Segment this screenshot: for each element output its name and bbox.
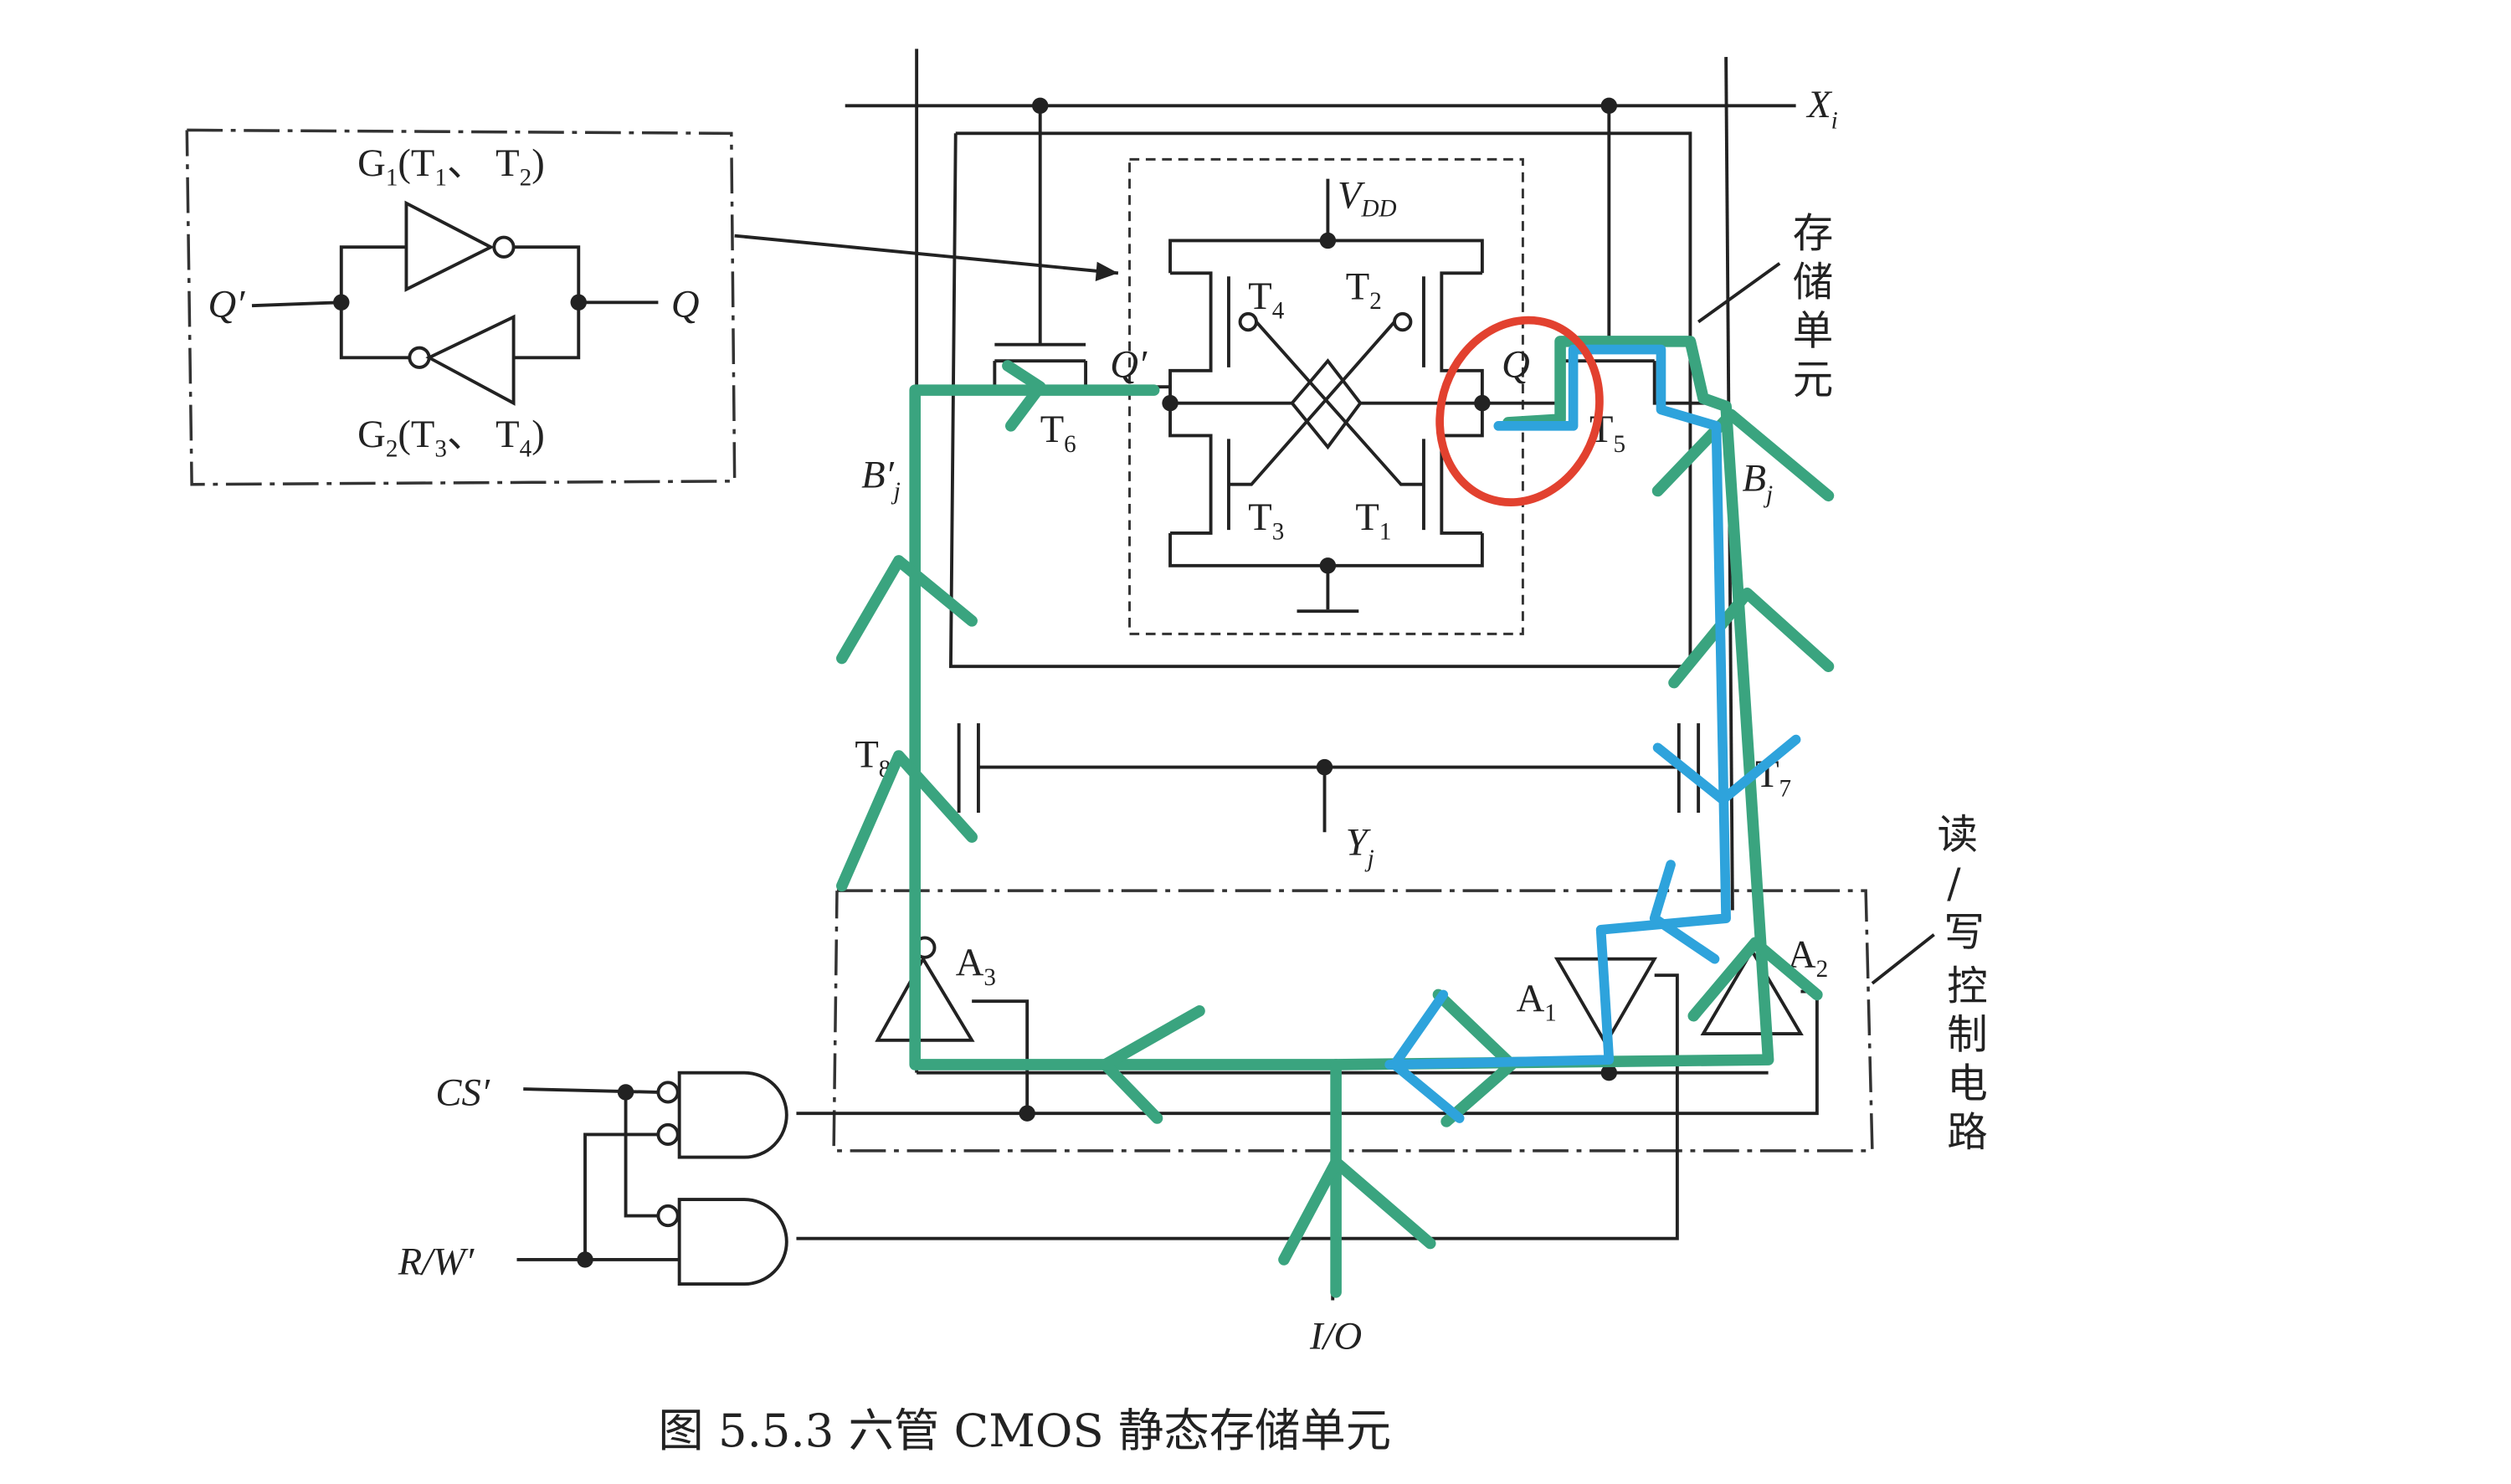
control-label: 读 / 写 控 制 电 路 xyxy=(1938,812,1988,1156)
svg-text:T2: T2 xyxy=(1346,264,1382,315)
arrow-left-icon xyxy=(1099,1005,1205,1124)
arrow-left-icon xyxy=(1389,989,1465,1123)
bit-line-label: Bj xyxy=(1743,457,1774,509)
svg-text:T6: T6 xyxy=(1040,408,1076,458)
word-and-bit-lines: Xi B′j Bj xyxy=(845,49,1838,1073)
arrow-down-icon xyxy=(1652,734,1801,805)
svg-text:T3: T3 xyxy=(1248,496,1284,546)
bit-line-bar-label: B′j xyxy=(861,454,901,506)
svg-text:T1: T1 xyxy=(1355,496,1391,546)
svg-text:读: 读 xyxy=(1938,812,1979,859)
storage-cell-label: 存 储 单 元 xyxy=(1793,210,1834,403)
storage-cell: T6 T5 VDD Q′ Q xyxy=(917,131,1834,669)
inverter-g1 xyxy=(339,200,581,303)
svg-text:储: 储 xyxy=(1793,259,1834,306)
buffer-a2 xyxy=(1700,947,1804,1035)
inset-q-bar-label: Q′ xyxy=(208,283,246,326)
arrow-up-icon xyxy=(1278,1156,1436,1266)
svg-text:制: 制 xyxy=(1947,1012,1988,1059)
svg-text:元: 元 xyxy=(1793,357,1834,403)
cs-label: CS′ xyxy=(435,1071,490,1114)
inset-border xyxy=(185,128,737,486)
annotation-blue-path xyxy=(1384,344,1801,1123)
yj-label: Yj xyxy=(1346,820,1374,872)
inset-q-label: Q xyxy=(671,283,700,326)
svg-text:电: 电 xyxy=(1947,1060,1988,1107)
svg-text:写: 写 xyxy=(1944,909,1985,956)
svg-text:路: 路 xyxy=(1947,1109,1988,1156)
read-write-control: A3 A1 A2 CS′ R/W′ I/O 读 / 写 控 制 电 路 xyxy=(398,812,1988,1358)
io-label: I/O xyxy=(1309,1315,1362,1358)
arrow-right-icon xyxy=(1002,360,1046,432)
q-bar-node-label: Q′ xyxy=(1110,343,1148,387)
control-pointer xyxy=(1871,933,1935,985)
arrow-left-icon xyxy=(1649,860,1720,964)
annotation-red-circle xyxy=(1435,316,1604,506)
svg-text:/: / xyxy=(1947,860,1961,907)
arrow-up-icon xyxy=(836,750,978,892)
arrow-up-icon xyxy=(1651,408,1835,502)
arrow-up-icon xyxy=(1687,937,1823,1022)
g1-label: G1(T1、 T2) xyxy=(357,141,545,192)
g2-label: G2(T3、 T4) xyxy=(357,413,545,463)
inverter-inset: Q′ Q G1(T1、 T2) G2(T3、 T4) xyxy=(185,128,1119,486)
arrow-up-icon xyxy=(836,555,978,665)
word-line-label: Xi xyxy=(1805,83,1838,135)
svg-text:A1: A1 xyxy=(1517,977,1557,1027)
inset-pointer-arrow xyxy=(734,234,1119,275)
arrow-up-icon xyxy=(1668,588,1835,689)
svg-text:单: 单 xyxy=(1793,308,1834,355)
svg-text:存: 存 xyxy=(1793,210,1834,257)
svg-text:T4: T4 xyxy=(1248,275,1284,325)
svg-text:控: 控 xyxy=(1947,963,1988,1009)
inverter-g2 xyxy=(339,302,581,406)
vdd-label: VDD xyxy=(1338,174,1397,223)
and-gate-1 xyxy=(677,1071,788,1159)
figure-caption: 图 5.5.3 六管 CMOS 静态存储单元 xyxy=(658,1404,1391,1457)
buffer-a3 xyxy=(875,955,975,1042)
annotation-green-path xyxy=(836,336,1835,1298)
svg-text:A3: A3 xyxy=(956,941,996,991)
column-select: T8 T7 Yj xyxy=(855,723,1791,872)
q-node-label: Q xyxy=(1502,343,1530,387)
and-gate-2 xyxy=(677,1198,788,1286)
storage-pointer xyxy=(1697,262,1781,324)
rw-label: R/W′ xyxy=(398,1240,475,1283)
